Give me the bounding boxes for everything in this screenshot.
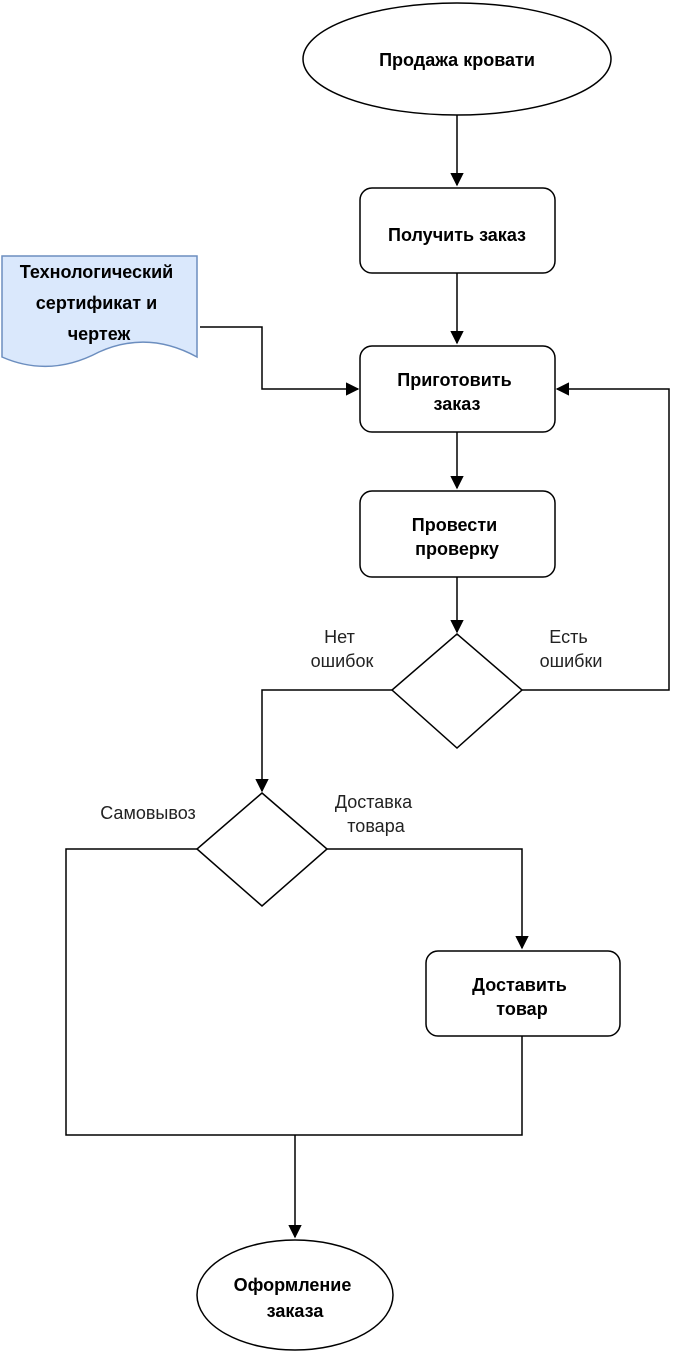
edge-errors-loop-back [522,382,670,691]
start-ellipse [302,2,612,116]
edge-label-no-errors: Нет ошибок [311,627,374,671]
decision-errors-diamond [390,633,524,750]
deliver-box [425,950,621,1037]
end-label: Оформление заказа [234,1275,357,1321]
end-ellipse [196,1239,394,1351]
edge-label-has-errors: Есть ошибки [540,627,603,671]
edge-deliver-to-merge [295,1036,523,1136]
receive-order-box [359,187,556,274]
decision-delivery-diamond [195,792,329,907]
prepare-order-box [359,345,556,433]
start-label: Продажа кровати [379,50,535,70]
document-label: Технологический сертификат и чертеж [20,262,178,344]
edge-delivery-to-deliver [327,848,529,950]
document-shape [1,255,198,368]
check-box [359,490,556,578]
edge-document-to-prepare [200,326,360,396]
check-label: Провести проверку [412,515,502,559]
prepare-order-label: Приготовить заказ [397,370,516,414]
edge-no-errors-to-delivery-decision [255,689,392,793]
edge-label-delivery: Доставка товара [335,792,417,836]
receive-order-label: Получить заказ [388,225,526,245]
connectors [65,115,670,1239]
edge-pickup-line [65,848,295,1136]
edge-label-pickup: Самовывоз [100,803,196,823]
deliver-label: Доставить товар [472,975,572,1019]
